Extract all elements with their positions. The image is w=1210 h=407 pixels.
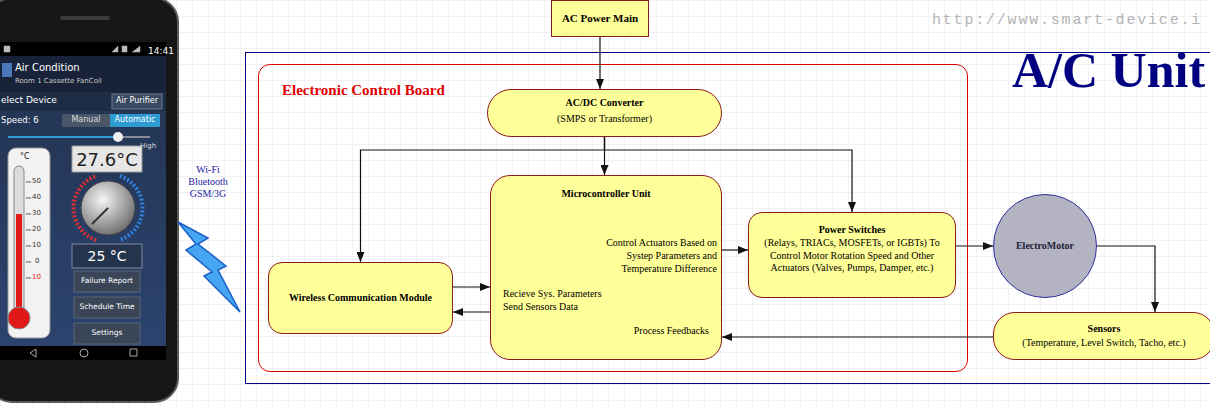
frame-heading: A/C Unit	[1012, 45, 1205, 95]
signal-arrow	[722, 249, 748, 250]
menu-button	[74, 271, 140, 292]
button-text: Air Purifier	[112, 96, 162, 106]
thermometer-mercury	[16, 214, 22, 314]
frame-heading: Electronic Control Board	[282, 81, 445, 100]
app-icon	[2, 63, 12, 77]
box-title: Power Switches	[749, 224, 955, 237]
app-title: Air Condition	[15, 62, 80, 75]
scale-number: 10	[32, 273, 41, 282]
button-text: Automatic	[110, 115, 160, 125]
button-text: Manual	[62, 115, 110, 125]
thermometer-panel	[8, 148, 50, 338]
temperature-display	[72, 146, 142, 172]
signal-arrow	[453, 286, 490, 287]
nav-bar	[0, 346, 166, 360]
setpoint-value: 25 °C	[72, 248, 142, 266]
box-text: (SMPS or Transformer)	[488, 113, 721, 126]
signal-arrow	[722, 336, 993, 337]
box-title: Sensors	[994, 323, 1210, 336]
slider-thumb	[113, 132, 123, 142]
knob-pointer	[92, 208, 108, 224]
power-switch-box: Power Switches(Relays, TRIACs, MOSFETs, …	[748, 212, 956, 298]
unit-text: °C	[20, 152, 30, 162]
button-text: Schedule Time	[74, 302, 140, 311]
scale-number: 20	[32, 225, 41, 234]
box-text: (Relays, TRIACs, MOSFETs, or IGBTs) To C…	[763, 237, 941, 275]
link-label: Wi-Fi Bluetooth GSM/3G	[182, 164, 234, 200]
status-time: 14:41	[148, 46, 174, 57]
wireless-bolt	[178, 222, 240, 312]
box-text: Control Actuators Based on Systep Parame…	[587, 236, 717, 275]
motor-circle: ElectroMotor	[993, 194, 1097, 298]
scale-number: 50	[32, 177, 41, 186]
box-title: ElectroMotor	[994, 240, 1096, 253]
signal-arrow	[956, 245, 993, 246]
ui-text: High	[140, 142, 156, 151]
wireless-module-box: Wireless Communication Module	[268, 262, 453, 334]
app-subtitle: Room 1 Cassette FanCoil	[15, 77, 102, 86]
status-icons	[4, 46, 140, 52]
box-title: AC/DC Converter	[488, 97, 721, 110]
manual-button	[62, 114, 110, 127]
purifier-button	[112, 94, 162, 109]
device-row	[0, 92, 166, 111]
control-knob	[81, 181, 135, 235]
power-source-box: AC Power Main	[551, 0, 649, 37]
box-title: AC Power Main	[552, 12, 648, 26]
box-title: Microcontroller Unit	[491, 188, 721, 201]
mcu-box: Microcontroller UnitControl Actuators Ba…	[490, 175, 722, 360]
box-text: Process Feedbacks	[591, 325, 709, 338]
scale-number: 0	[35, 257, 39, 266]
status-bar	[0, 42, 166, 56]
thermometer-bulb	[8, 307, 30, 329]
phone-speaker	[60, 16, 110, 20]
app-header	[0, 56, 166, 92]
board-frame: Electronic Control BoardAC/DC Converter (…	[258, 64, 968, 372]
signal-arrow	[361, 137, 605, 262]
ui-text: Speed: 6	[1, 115, 39, 126]
menu-button	[74, 323, 140, 344]
nav-icons	[30, 349, 137, 357]
unit-frame: A/C UnitElectronic Control BoardAC/DC Co…	[245, 52, 1210, 384]
scale-number: 10	[32, 241, 41, 250]
button-text: Failure Report	[74, 276, 140, 285]
box-title: Wireless Communication Module	[269, 292, 452, 305]
phone-body	[0, 0, 178, 402]
signal-arrow	[1097, 246, 1155, 312]
slider-fill	[8, 136, 118, 138]
scale-number: 40	[32, 193, 41, 202]
converter-box: AC/DC Converter (SMPS or Transformer)	[487, 89, 722, 137]
button-text: Settings	[74, 328, 140, 337]
signal-arrow	[605, 137, 853, 212]
signal-arrow	[453, 311, 490, 312]
scale-number: 30	[32, 209, 41, 218]
signal-arrow	[599, 37, 600, 89]
setpoint-display	[72, 244, 142, 268]
ui-text: elect Device	[1, 95, 57, 106]
automatic-button	[110, 114, 160, 127]
temperature-value: 27.6°C	[72, 149, 142, 172]
box-text: (Temperature, Level Switch, Tacho, etc.)	[994, 337, 1210, 350]
thermometer-ticks	[26, 182, 31, 278]
phone-screen	[0, 42, 166, 360]
thermometer-tube	[14, 166, 24, 314]
signal-arrow	[604, 137, 605, 175]
watermark-url: http://www.smart-device.i	[932, 12, 1202, 31]
box-text: Recieve Sys. Parameters Send Sensors Dat…	[503, 287, 621, 313]
slider-track	[8, 136, 150, 138]
sensors-box: Sensors(Temperature, Level Switch, Tacho…	[993, 312, 1210, 360]
menu-button	[74, 297, 140, 318]
